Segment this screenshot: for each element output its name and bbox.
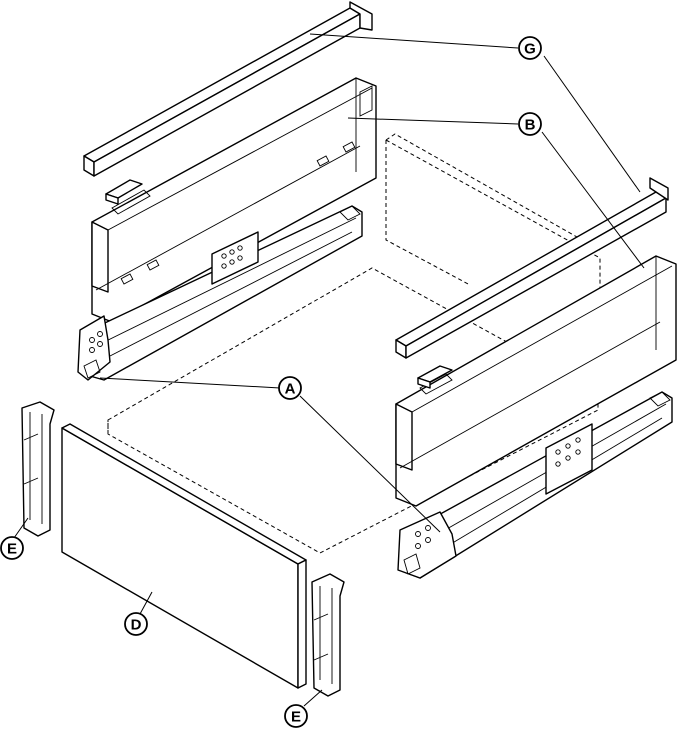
- clip-right: [417, 365, 453, 389]
- callout-e-right-label: E: [291, 709, 301, 726]
- runner-left: [77, 205, 363, 381]
- callout-e-left: E: [0, 536, 24, 560]
- drawer-side-right: [395, 255, 677, 507]
- callout-d-label: D: [131, 617, 142, 634]
- callout-g: G: [518, 36, 542, 60]
- runner-right: [397, 391, 673, 579]
- clip-left: [105, 179, 143, 205]
- front-bracket-left: [21, 401, 55, 537]
- callout-a: A: [278, 376, 302, 400]
- drawer-bottom-outline: [107, 267, 599, 554]
- callout-e-left-label: E: [7, 541, 17, 558]
- leader-lines: [13, 33, 645, 707]
- gallery-rail-right: [395, 177, 669, 359]
- gallery-rail-left: [83, 1, 373, 177]
- callout-a-label: A: [285, 381, 296, 398]
- drawer-back-outline: [385, 133, 601, 295]
- drawer-front-panel: [61, 423, 307, 689]
- callout-e-right: E: [284, 704, 308, 728]
- drawer-side-left: [91, 77, 377, 323]
- callout-d: D: [124, 612, 148, 636]
- callout-b: B: [518, 112, 542, 136]
- front-bracket-right: [311, 573, 345, 697]
- callout-g-label: G: [524, 41, 536, 58]
- callout-b-label: B: [525, 117, 536, 134]
